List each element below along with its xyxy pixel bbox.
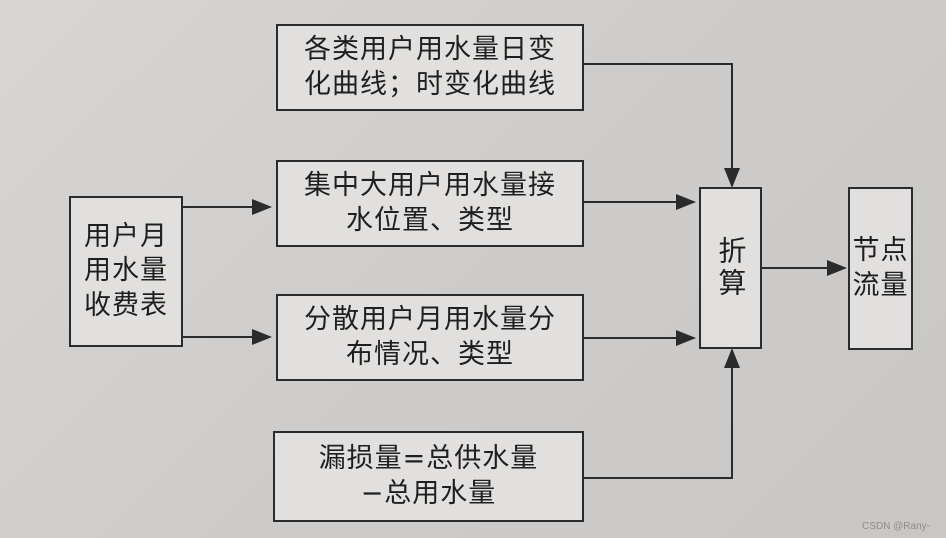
node-convert: 折算 [699, 187, 762, 349]
node-flow-output-label: 节点 流量 [852, 234, 909, 301]
node-distributed-users: 分散用户月用水量分 布情况、类型 [276, 294, 584, 381]
node-daily-curve-label: 各类用户用水量日变 化曲线；时变化曲线 [304, 33, 556, 100]
arrow-daily-curve-to-convert [584, 63, 740, 188]
arrow-leakage-to-convert [582, 348, 740, 479]
node-concentrated-users-label: 集中大用户用水量接 水位置、类型 [304, 169, 556, 236]
watermark: CSDN @Rany- [862, 521, 930, 532]
node-source-billing: 用户月 用水量 收费表 [69, 196, 183, 347]
node-flow-output: 节点 流量 [848, 187, 913, 350]
node-daily-curve: 各类用户用水量日变 化曲线；时变化曲线 [276, 24, 584, 111]
node-concentrated-users: 集中大用户用水量接 水位置、类型 [276, 160, 584, 247]
node-leakage-label: 漏损量=总供水量 −总用水量 [318, 442, 539, 509]
node-distributed-users-label: 分散用户月用水量分 布情况、类型 [304, 303, 556, 370]
node-convert-label: 折算 [714, 236, 748, 300]
node-source-label: 用户月 用水量 收费表 [84, 220, 168, 321]
node-leakage: 漏损量=总供水量 −总用水量 [273, 431, 584, 522]
